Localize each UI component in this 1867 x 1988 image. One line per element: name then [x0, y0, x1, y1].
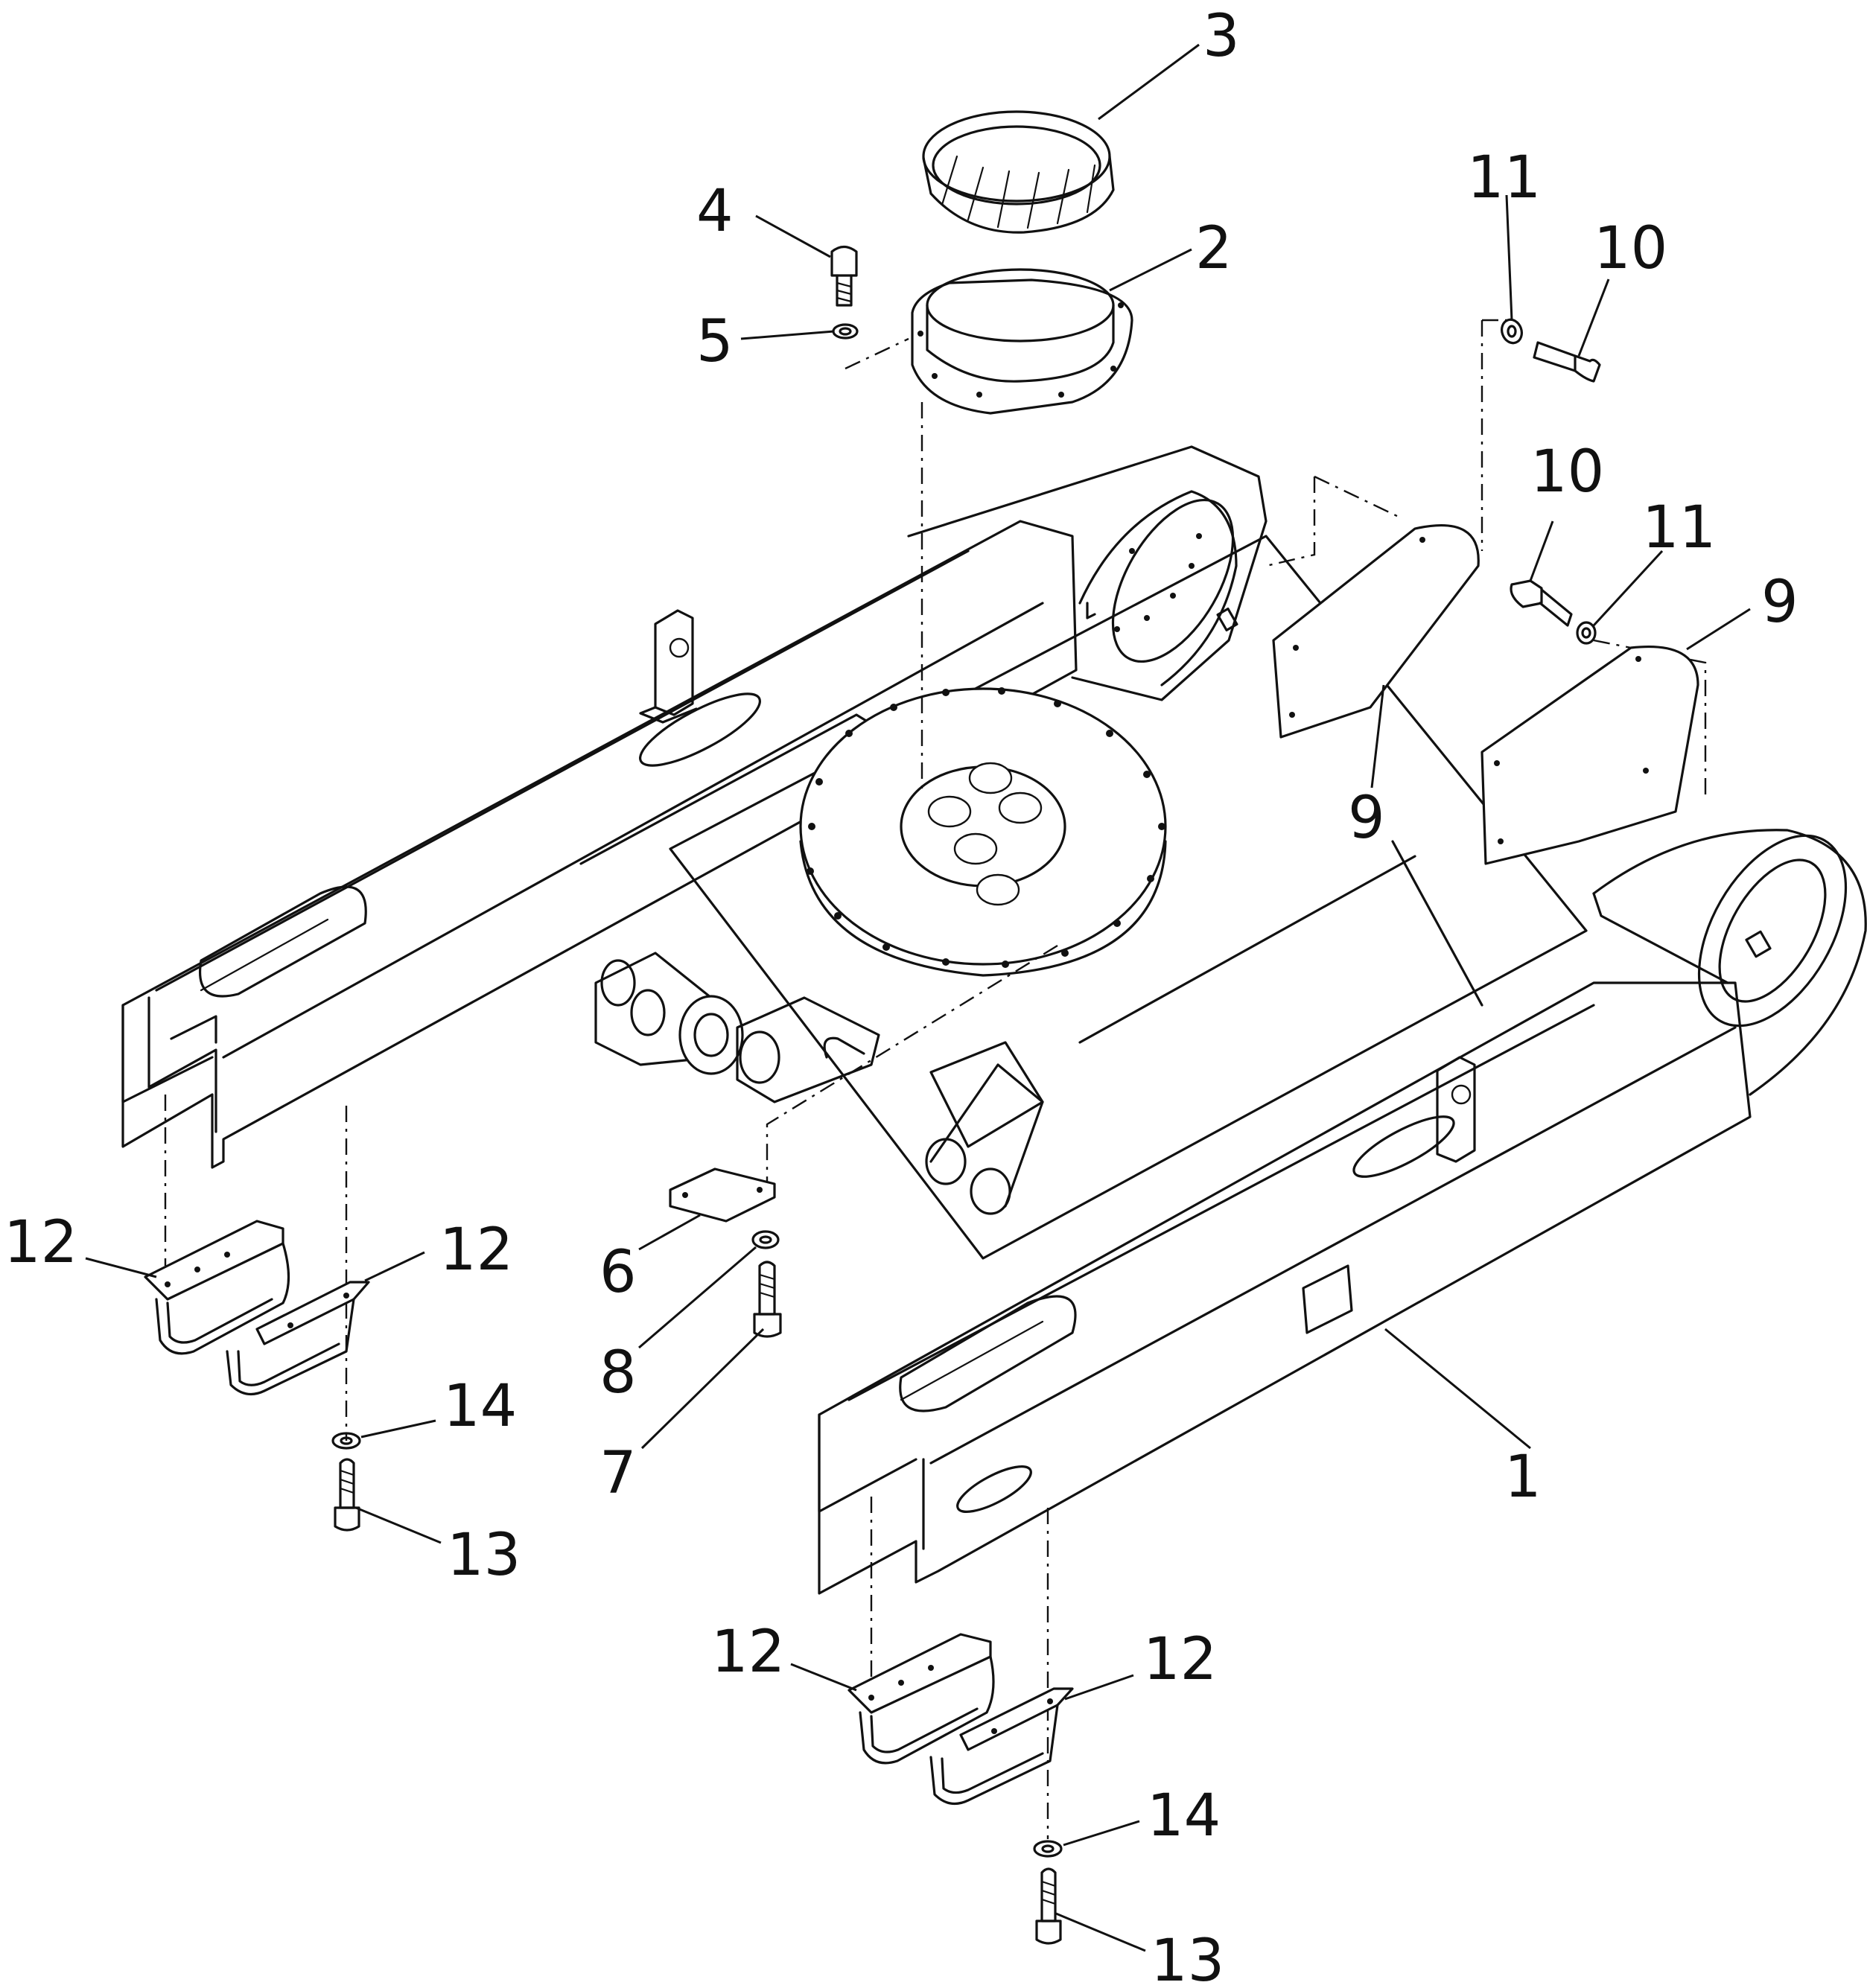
callout-4: 4	[696, 178, 734, 245]
part-12-guard-right-a	[847, 1633, 995, 1765]
part-9-cover-right	[1480, 646, 1699, 865]
part-3-seal-ring	[922, 110, 1115, 234]
callout-5: 5	[696, 308, 734, 375]
part-5-washer	[832, 323, 859, 340]
assembly-centerlines	[164, 319, 1707, 1839]
callout-12-left-a: 12	[4, 1209, 77, 1276]
part-6-cover-plate	[669, 1167, 776, 1223]
part-7-bolt	[753, 1261, 782, 1338]
callout-7: 7	[599, 1440, 637, 1507]
callout-12-right-b: 12	[1143, 1626, 1217, 1693]
callout-6: 6	[599, 1239, 637, 1306]
part-14-washer-right	[1033, 1840, 1063, 1858]
callout-8: 8	[599, 1339, 637, 1406]
callout-13-right: 13	[1151, 1928, 1224, 1988]
part-12-guard-left-b	[226, 1281, 370, 1396]
callout-2: 2	[1195, 215, 1233, 282]
callout-11-lower: 11	[1642, 494, 1716, 561]
callout-9-right: 9	[1761, 569, 1798, 636]
part-9-cover-left	[1272, 524, 1480, 739]
part-2-ring-flange	[911, 268, 1133, 415]
callout-14-right: 14	[1147, 1782, 1221, 1850]
slewing-ring-bolt-holes	[807, 687, 1165, 968]
part-11-washer-lower	[1576, 621, 1597, 645]
part-11-washer-upper	[1501, 318, 1523, 345]
part-13-bolt-right	[1035, 1867, 1062, 1945]
callout-10-lower: 10	[1530, 439, 1604, 506]
part-13-bolt-left	[334, 1458, 360, 1532]
callout-9-left: 9	[1348, 785, 1385, 852]
callout-10-upper: 10	[1594, 215, 1667, 282]
callout-12-right-a: 12	[711, 1619, 785, 1686]
part-10-bolt-lower	[1510, 579, 1573, 627]
part-14-washer-left	[331, 1432, 361, 1450]
callout-11-upper: 11	[1467, 144, 1541, 211]
callout-1: 1	[1504, 1444, 1542, 1511]
callout-12-left-b: 12	[439, 1217, 513, 1284]
callout-labels: 3 2 4 5 11 10 10 11 9 9 12 12 6 8 7 14 1…	[4, 3, 1798, 1988]
part-8-washer	[751, 1230, 780, 1249]
callout-14-left: 14	[443, 1373, 517, 1440]
part-12-guard-left-a	[144, 1220, 290, 1355]
leader-lines	[85, 43, 1751, 1952]
callout-3: 3	[1203, 3, 1240, 70]
track-frame	[121, 445, 1867, 1595]
part-4-bolt	[830, 245, 858, 307]
part-12-guard-right-b	[929, 1687, 1074, 1806]
callout-13-left: 13	[447, 1522, 521, 1589]
part-10-bolt-upper	[1533, 341, 1601, 383]
